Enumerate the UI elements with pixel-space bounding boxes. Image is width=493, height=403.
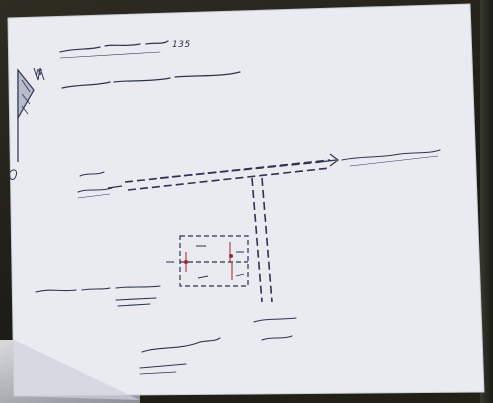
plot-markers — [184, 242, 233, 280]
paper-edge — [7, 3, 485, 397]
left-road-label — [77, 171, 113, 199]
branch-road — [251, 177, 273, 303]
branch-destination-label — [253, 317, 297, 341]
plot-dimension-notes — [166, 245, 245, 279]
road-arrow-icon — [107, 153, 339, 189]
compass-letter: N — [36, 68, 43, 77]
top-note-number: 135 — [172, 40, 191, 50]
paper-fold — [14, 340, 140, 400]
left-note — [35, 285, 161, 307]
main-road — [124, 159, 331, 191]
bottom-note — [139, 337, 221, 375]
top-notes — [59, 40, 241, 89]
right-road-label — [341, 149, 441, 167]
right-shadow — [480, 0, 493, 403]
paper-sheet — [8, 4, 484, 396]
plot-outline — [179, 235, 249, 287]
north-arrow-icon — [9, 67, 45, 180]
